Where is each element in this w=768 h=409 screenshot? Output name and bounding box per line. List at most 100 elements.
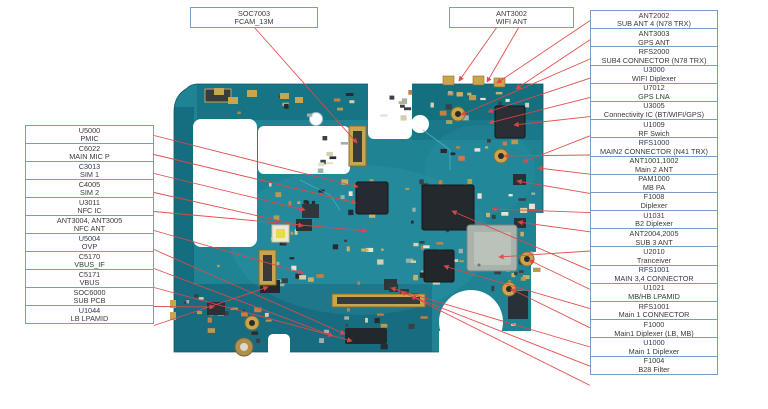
passive-component xyxy=(462,115,469,121)
passive-component xyxy=(401,98,408,104)
component-ref: SOC7003 xyxy=(237,9,271,18)
passive-component xyxy=(531,192,536,195)
passive-component xyxy=(474,148,481,152)
passive-component xyxy=(316,274,324,278)
passive-component xyxy=(511,139,519,145)
passive-component xyxy=(525,102,530,108)
passive-component xyxy=(398,101,404,104)
passive-component xyxy=(408,323,415,329)
leader-line xyxy=(488,96,591,125)
component-ref: C3013 xyxy=(78,162,101,171)
passive-component xyxy=(275,192,282,198)
leader-line xyxy=(390,286,591,348)
passive-component xyxy=(194,294,199,298)
leader-line xyxy=(153,154,357,205)
component-desc: SUB4 CONNECTOR (N78 TRX) xyxy=(601,56,707,65)
leader-line xyxy=(491,206,591,214)
passive-component xyxy=(404,107,412,111)
passive-component xyxy=(344,316,350,320)
leader-line xyxy=(510,288,591,329)
leader-line xyxy=(400,291,591,367)
component-ref: C5171 xyxy=(78,270,101,279)
passive-component xyxy=(183,301,187,304)
component-desc: GPS ANT xyxy=(638,38,670,47)
passive-component xyxy=(317,168,324,173)
passive-component xyxy=(198,297,204,300)
leader-line xyxy=(458,26,498,82)
component-ref: C4005 xyxy=(78,180,101,189)
passive-component xyxy=(281,241,287,245)
leader-line xyxy=(460,58,591,116)
passive-component xyxy=(251,331,258,335)
passive-component xyxy=(337,107,343,111)
passive-component xyxy=(344,239,348,242)
passive-component xyxy=(332,244,339,250)
passive-component xyxy=(439,110,447,116)
passive-component xyxy=(306,200,310,206)
passive-component xyxy=(485,146,489,149)
leader-line xyxy=(486,26,520,83)
component-desc: Main 2 ANT xyxy=(634,165,674,174)
passive-component xyxy=(329,156,337,160)
component-ref: RFS1001 xyxy=(638,302,670,311)
passive-component xyxy=(450,259,459,262)
passive-component xyxy=(430,102,434,108)
passive-component xyxy=(322,136,328,141)
component-label: ANT3002 WIFI ANT xyxy=(449,7,574,28)
passive-component xyxy=(438,180,443,185)
passive-component xyxy=(340,195,345,200)
passive-component xyxy=(291,265,297,271)
component-ref: F1008 xyxy=(643,193,665,202)
component-desc: Main 1 CONNECTOR xyxy=(618,311,690,320)
leader-line xyxy=(253,26,358,144)
leader-line xyxy=(153,211,368,234)
passive-component xyxy=(264,312,269,317)
passive-component xyxy=(237,111,241,114)
component-desc: MB/HB LPAMID xyxy=(628,293,680,302)
passive-component xyxy=(306,113,313,117)
passive-component xyxy=(340,142,348,145)
leader-line xyxy=(496,20,591,84)
passive-component xyxy=(477,193,482,199)
passive-component xyxy=(495,91,503,95)
passive-component xyxy=(341,179,349,185)
leader-line xyxy=(153,249,346,335)
leader-line xyxy=(503,153,591,159)
passive-component xyxy=(501,212,509,216)
ic-chip xyxy=(302,204,319,218)
passive-component xyxy=(445,104,452,110)
passive-component xyxy=(421,245,425,250)
leader-line xyxy=(153,173,306,212)
passive-component xyxy=(333,98,341,102)
passive-component xyxy=(279,283,285,287)
passive-component xyxy=(505,98,510,102)
passive-component xyxy=(265,319,272,322)
passive-component xyxy=(290,231,294,235)
pcb-components xyxy=(170,75,535,357)
passive-component xyxy=(347,308,350,312)
component-desc: VBUS_IF xyxy=(74,261,105,270)
passive-component xyxy=(519,270,524,273)
passive-component xyxy=(297,201,301,204)
passive-component xyxy=(410,260,416,263)
passive-component xyxy=(361,248,369,252)
passive-component xyxy=(533,267,541,272)
passive-component xyxy=(323,329,329,334)
ic-chip xyxy=(345,328,387,344)
passive-component xyxy=(400,104,405,108)
passive-component xyxy=(458,248,463,254)
